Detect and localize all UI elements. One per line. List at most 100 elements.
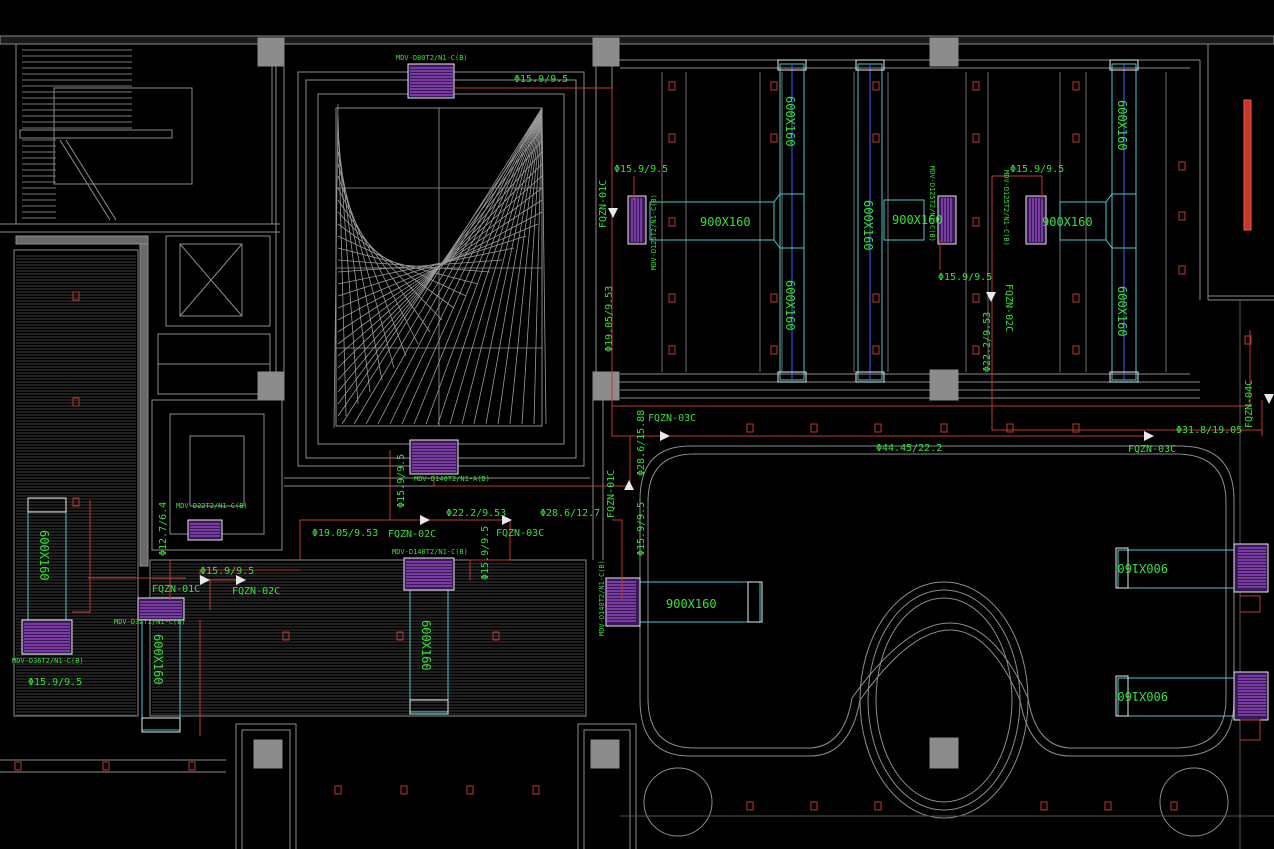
valve-marker xyxy=(72,397,80,407)
valve-marker xyxy=(972,293,980,303)
valve-marker xyxy=(940,423,948,433)
hatch-line xyxy=(333,103,339,429)
pipe-label: Φ15.9/9.5 xyxy=(614,164,668,175)
valve-marker xyxy=(396,631,404,641)
hatch-line xyxy=(337,127,359,405)
hatch-line xyxy=(341,107,543,425)
unit-label-far-left: MDV-D36T2/N1-C(B) xyxy=(12,657,84,665)
valve-marker xyxy=(72,291,80,301)
pipe-label: Φ15.9/9.5 xyxy=(28,677,82,688)
valve-marker xyxy=(466,785,474,795)
branch-label: FQZN-01C xyxy=(152,584,200,595)
hatch-line xyxy=(401,107,543,425)
valve-marker xyxy=(872,293,880,303)
hatch-line xyxy=(377,107,543,425)
unit-label-lower-left: MDV-D32T2/N1-C(B) xyxy=(114,618,186,626)
hatch-line xyxy=(521,107,543,425)
valve-marker xyxy=(188,761,196,771)
valve-marker xyxy=(1072,81,1080,91)
valve-marker xyxy=(400,785,408,795)
unit-label-room1: MDV-D125T2/N1-C(B) xyxy=(650,194,658,270)
branch-label: FQZN-01C xyxy=(606,470,617,518)
valve-marker xyxy=(532,785,540,795)
unit-label-small: MDV-D22T2/N1-C(B) xyxy=(176,502,248,510)
valve-marker xyxy=(872,345,880,355)
hatch-line xyxy=(337,115,543,417)
hatch-line xyxy=(337,259,503,273)
valve-marker xyxy=(1072,423,1080,433)
valve-marker xyxy=(972,133,980,143)
hatch-line xyxy=(461,107,543,425)
valve-marker xyxy=(872,81,880,91)
hatch-line xyxy=(337,235,527,297)
hatch-line xyxy=(497,107,543,425)
valve-marker xyxy=(1170,801,1178,811)
hatch-line xyxy=(413,107,543,425)
valve-marker xyxy=(972,81,980,91)
hatch-line xyxy=(337,247,515,285)
pipe-label: Φ15.9/9.5 xyxy=(1010,164,1064,175)
hatch-line xyxy=(389,107,543,425)
pipe-label: Φ28.6/15.88 xyxy=(636,410,647,476)
duct-label: 600X160 xyxy=(419,620,433,671)
duct-label: 900X160 xyxy=(892,213,943,227)
unit-labels: MDV-D80T2/N1-C(B) MDV-D140T2/N1-A(B) MDV… xyxy=(12,54,1010,665)
valve-marker xyxy=(1072,293,1080,303)
valve-marker xyxy=(668,293,676,303)
duct-label: 900X160 xyxy=(1117,689,1168,703)
hatch-line xyxy=(337,247,479,285)
hatch-line xyxy=(337,235,467,297)
branch-label: FQZN-02C xyxy=(232,586,280,597)
valve-marker xyxy=(1178,265,1186,275)
equipment-bar xyxy=(1243,99,1252,231)
valve-marker xyxy=(770,293,778,303)
valve-marker xyxy=(874,801,882,811)
pipe-label: Φ15.9/9.5 xyxy=(514,74,568,85)
branch-labels: FQZN-03C FQZN-03C FQZN-03C FQZN-02C FQZN… xyxy=(152,180,1255,597)
valve-marker xyxy=(874,423,882,433)
unit-label-top: MDV-D80T2/N1-C(B) xyxy=(396,54,468,62)
pipe-label: Φ19.05/9.53 xyxy=(604,286,615,352)
unit-label-room2: MDV-D125T2/N1-C(B) xyxy=(928,166,936,242)
branch-label: FQZN-03C xyxy=(648,413,696,424)
unit-stripes xyxy=(24,67,1266,716)
unit-label-lower: MDV-D140T2/N1-C(B) xyxy=(392,548,468,556)
pipe-label: Φ22.2/9.53 xyxy=(982,312,993,372)
hatch-line xyxy=(473,107,543,425)
valve-marker xyxy=(668,345,676,355)
valve-marker xyxy=(1040,801,1048,811)
hatch-line xyxy=(365,107,543,425)
hatch-line xyxy=(337,223,539,309)
pipe-label: Φ15.9/9.5 xyxy=(636,502,647,556)
duct-label: 900X160 xyxy=(1117,561,1168,575)
valve-marker xyxy=(972,345,980,355)
pipe-labels: Φ15.9/9.5 Φ15.9/9.5 Φ15.9/9.5 Φ15.9/9.5 … xyxy=(28,74,1242,688)
branch-label: FQZN-03C xyxy=(1128,444,1176,455)
pipe-label: Φ12.7/6.4 xyxy=(158,502,169,556)
hatch-line xyxy=(337,199,431,333)
duct-label: 600X160 xyxy=(861,200,875,251)
duct-label: 900X160 xyxy=(1042,215,1093,229)
valve-marker xyxy=(668,217,676,227)
valve-marker xyxy=(1178,211,1186,221)
duct-label: 600X160 xyxy=(151,634,165,685)
pipe-label: Φ19.05/9.53 xyxy=(312,528,378,539)
valve-marker xyxy=(770,81,778,91)
unit-label-mid: MDV-D140T2/N1-A(B) xyxy=(414,475,490,483)
pipe-label: Φ15.9/9.5 xyxy=(200,566,254,577)
branch-label: FQZN-03C xyxy=(496,528,544,539)
valve-marker xyxy=(72,497,80,507)
ducts xyxy=(27,63,1235,731)
hatch-line xyxy=(533,107,543,425)
branch-label: FQZN-02C xyxy=(1003,284,1014,332)
hatch-line xyxy=(337,175,407,357)
refrigerant-pipes xyxy=(72,87,1263,741)
pipe-label: Φ15.9/9.5 xyxy=(480,526,491,580)
valve-marker xyxy=(810,423,818,433)
pipe-label: Φ44.45/22.2 xyxy=(876,443,942,454)
valve-marker xyxy=(1072,345,1080,355)
valve-marker xyxy=(770,133,778,143)
hatch-line xyxy=(337,259,491,273)
duct-label: 600X160 xyxy=(1115,100,1129,151)
